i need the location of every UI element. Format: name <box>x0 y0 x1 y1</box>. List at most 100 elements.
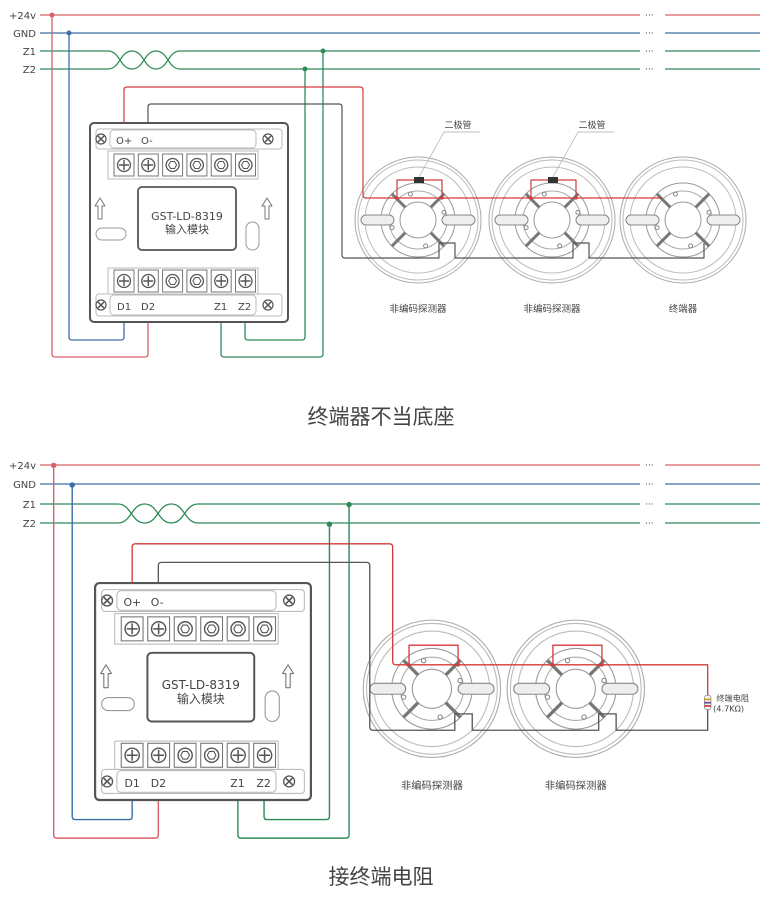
terminal-hex <box>240 161 251 169</box>
device-label: 非编码探测器 <box>401 779 464 792</box>
jumper <box>408 644 459 665</box>
terminal-cross <box>126 623 138 635</box>
bus-ellipsis: ··· <box>645 65 654 75</box>
slot <box>360 214 395 226</box>
contact-screw <box>407 191 413 197</box>
detector-base <box>506 619 646 759</box>
terminal-label-z2: Z2 <box>256 777 270 790</box>
slot <box>494 214 529 226</box>
bus-label-2: Z1 <box>23 47 36 58</box>
wire-z2 <box>244 69 306 341</box>
terminal-hex <box>216 161 226 169</box>
contact-screw <box>389 225 395 231</box>
contact-screw <box>564 657 571 664</box>
bottom-label-strip <box>116 770 277 793</box>
contact-bar <box>390 192 407 209</box>
junction-dot <box>326 521 333 527</box>
wire-24v-d2 <box>52 465 160 839</box>
contact-screw <box>688 243 694 249</box>
detector-base <box>354 156 482 284</box>
arrow-up-icon <box>282 664 295 689</box>
contact-screw <box>575 209 581 215</box>
contact-bar <box>546 701 564 719</box>
terminal-cross <box>126 749 138 761</box>
base-ring <box>622 159 744 281</box>
slot <box>369 682 407 695</box>
contact-bar <box>588 701 606 719</box>
contact-bar <box>429 231 446 248</box>
module-label-box <box>137 186 237 251</box>
diode-icon <box>548 177 558 183</box>
terminal-label-o-plus: O+ <box>123 596 141 609</box>
leader-line <box>552 131 614 178</box>
z1-line <box>40 50 640 70</box>
mount-slot <box>264 690 280 723</box>
screw-cross <box>97 135 105 143</box>
contact-screw <box>557 243 563 249</box>
terminal-screw <box>177 621 193 637</box>
screw-cross <box>264 301 272 309</box>
z1-line <box>40 503 640 524</box>
slot <box>575 214 610 226</box>
z2-line <box>40 503 640 524</box>
mount-slot <box>95 227 127 241</box>
bus-ellipsis: ··· <box>645 29 654 39</box>
slot <box>513 682 551 695</box>
module-model: GST-LD-8319 <box>162 678 240 692</box>
junction-dot <box>50 462 57 469</box>
contact-screw <box>420 657 427 664</box>
wire-z2 <box>263 524 331 821</box>
device-label: 非编码探测器 <box>545 779 608 792</box>
bus-label-0: +24v <box>9 11 36 22</box>
bus-label-0: +24v <box>9 461 36 472</box>
terminal-dot <box>407 663 411 667</box>
module-name: 输入模块 <box>177 691 225 706</box>
terminal-dot <box>529 196 533 200</box>
diode-label: 二极管 <box>578 119 605 131</box>
screw-cross <box>285 777 293 786</box>
resistor-label: 终端电阻 <box>716 693 749 703</box>
diode-label: 二极管 <box>444 119 471 131</box>
terminal-hex <box>206 624 217 634</box>
terminal-hex <box>233 624 244 634</box>
bus-label-1: GND <box>13 480 36 491</box>
terminal-screw <box>203 621 220 637</box>
terminal-label-o-plus: O+ <box>116 136 132 147</box>
terminal-hex <box>192 277 202 285</box>
terminal-cross <box>232 749 244 761</box>
contact-bar <box>524 231 541 248</box>
wire-o-minus <box>157 561 709 731</box>
junction-dot <box>66 30 72 36</box>
panel2-title: 接终端电阻 <box>329 865 434 889</box>
terminal-label-d2: D2 <box>141 302 155 313</box>
slot <box>706 214 741 226</box>
bus-ellipsis: ··· <box>645 519 654 529</box>
screw-cross <box>103 777 111 786</box>
contact-screw <box>601 677 607 684</box>
bus-label-2: Z1 <box>23 500 36 511</box>
terminal-screw <box>165 157 180 173</box>
resistor-band <box>704 705 711 707</box>
terminal-label-d2: D2 <box>151 777 166 790</box>
junction-dot <box>302 66 308 72</box>
terminal-label-d1: D1 <box>117 302 131 313</box>
terminal-cross <box>119 276 129 286</box>
terminal-hex <box>180 624 191 634</box>
contact-screw <box>672 191 678 197</box>
screw-cross <box>285 596 293 605</box>
bus-ellipsis: ··· <box>645 480 654 490</box>
wire-o-plus <box>131 543 709 696</box>
terminal-label-o-minus: O- <box>151 596 164 609</box>
terminal-screw <box>238 157 253 173</box>
resistor-band <box>704 698 711 701</box>
terminal-screw <box>177 747 193 764</box>
terminal-screw <box>256 621 273 637</box>
bus-label-3: Z2 <box>23 519 36 530</box>
wire-gnd-d1 <box>71 484 133 821</box>
contact-screw <box>457 677 463 684</box>
resistor-band <box>704 701 711 704</box>
terminal-hex <box>168 277 178 285</box>
contact-bar <box>655 231 672 248</box>
